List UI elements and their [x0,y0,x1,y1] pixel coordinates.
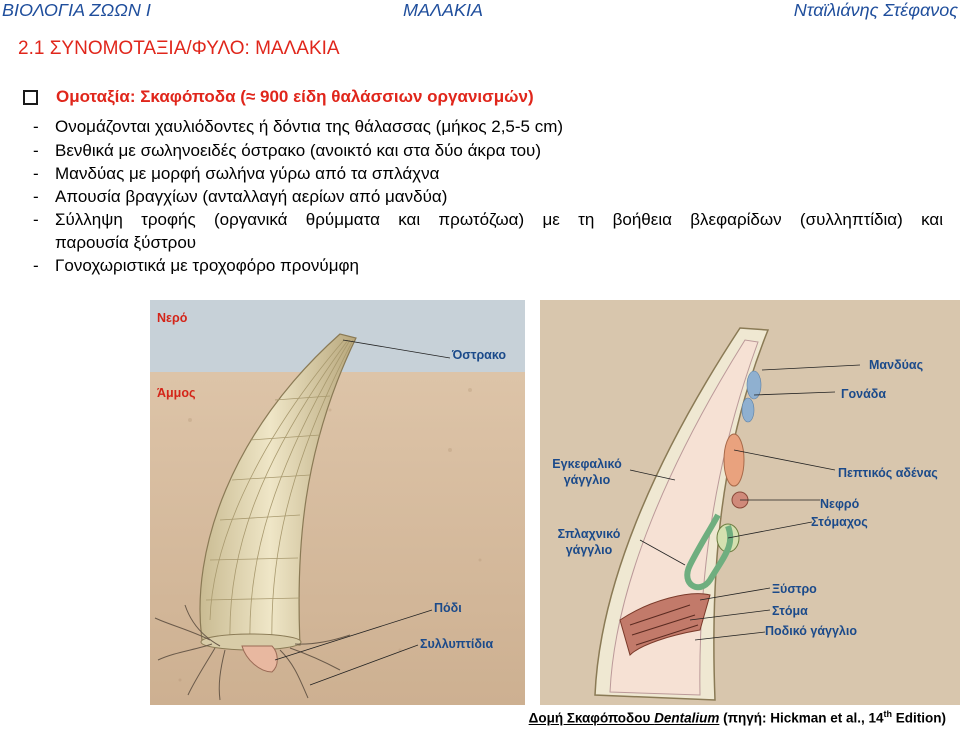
figure-caption: Δομή Σκαφόποδου Dentalium (πηγή: Hickman… [528,709,946,726]
gonad [741,370,762,423]
list-item: -Σύλληψη τροφής (οργανικά θρύμματα και π… [33,210,943,229]
cerebral-ganglion-label: Εγκεφαλικό γάγγλιο [552,457,622,487]
kidney-label: Νεφρό [820,497,860,511]
checkbox-bullet-icon [23,89,38,105]
dentalium-habitat-figure [150,300,525,705]
sand-label: Άμμος [157,386,196,400]
gonad-label: Γονάδα [841,387,887,401]
header-author: Νταϊλιάνης Στέφανος [793,0,958,20]
list-item: -Απουσία βραγχίων (ανταλλαγή αερίων από … [33,187,448,206]
header-course-title: ΒΙΟΛΟΓΙΑ ΖΩΩΝ Ι [2,0,151,20]
mantle-label: Μανδύας [869,358,924,372]
digestive-gland-label: Πεπτικός αδένας [838,466,938,480]
list-item: -Μανδύας με μορφή σωλήνα γύρω από τα σπλ… [33,164,440,183]
pedal-ganglion-label: Ποδικό γάγγλιο [765,624,857,638]
shell-label: Όστρακο [452,348,507,362]
stomach-label: Στόμαχος [811,515,868,529]
water-label: Νερό [157,311,188,325]
shell-tube [199,333,357,646]
subclass-heading-row: Ομοταξία: Σκαφόποδα (≈ 900 είδη θαλάσσιω… [23,87,534,107]
list-item: -Βενθικά με σωληνοειδές όστρακο (ανοικτό… [33,141,542,160]
sand-region [150,372,525,705]
foot [241,645,278,673]
list-item: -Γονοχωριστικά με τροχοφόρο προνύμφη [33,256,359,275]
mouth-label: Στόμα [772,604,808,618]
foot-label: Πόδι [434,601,462,615]
digestive-gland [723,433,745,487]
subclass-heading: Ομοταξία: Σκαφόποδα (≈ 900 είδη θαλάσσιω… [56,87,534,106]
list-item-continuation: παρουσία ξύστρου [55,233,197,252]
header-topic: ΜΑΛΑΚΙΑ [403,0,484,20]
dentalium-anatomy-figure [540,300,960,705]
section-title: 2.1 ΣΥΝΟΜΟΤΑΞΙΑ/ΦΥΛΟ: ΜΑΛΑΚΙΑ [18,38,340,59]
visceral-ganglion-label: Σπλαχνικό γάγγλιο [557,527,621,557]
list-item: -Ονομάζονται χαυλιόδοντες ή δόντια της θ… [33,117,564,136]
captacula-label: Συλλυπτίδια [420,637,494,651]
captacula-filaments [154,604,351,701]
radula-label: Ξύστρο [772,582,817,596]
